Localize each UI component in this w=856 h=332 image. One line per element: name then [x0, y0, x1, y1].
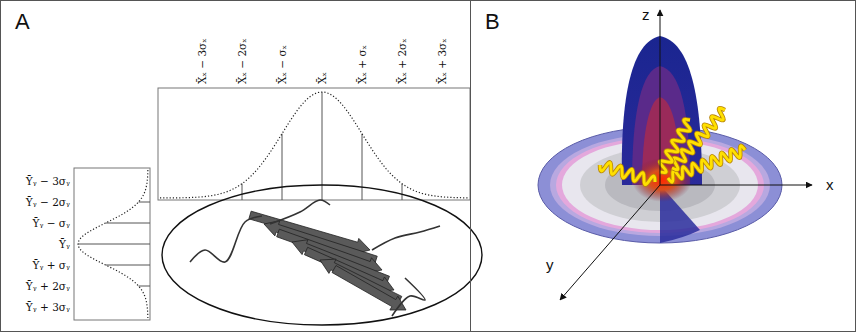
- axis-label: x: [826, 176, 834, 193]
- x-sigma-label: X̄ₓ − σₓ: [276, 45, 288, 84]
- y-sigma-label: Ȳᵧ + σᵧ: [33, 259, 70, 271]
- x-sigma-ticks: [242, 92, 402, 200]
- axes: [560, 10, 812, 300]
- helix-protein: [600, 108, 745, 184]
- y-sigma-label: Ȳᵧ: [59, 238, 70, 250]
- x-sigma-label: X̄ₓ − 3σₓ: [196, 38, 208, 84]
- y-distribution-box: [74, 168, 150, 320]
- panel-letter: A: [1, 1, 30, 35]
- x-sigma-label: X̄ₓ + σₓ: [356, 45, 368, 84]
- x-sigma-label: X̄ₓ: [316, 72, 328, 84]
- axis-label: y: [546, 256, 554, 273]
- y-sigma-label: Ȳᵧ + 2σᵧ: [26, 280, 70, 292]
- ellipsoid-outline: [162, 185, 482, 325]
- x-sigma-label: X̄ₓ + 3σₓ: [436, 38, 448, 84]
- y-sigma-label: Ȳᵧ − σᵧ: [33, 217, 70, 229]
- x-distribution-box: [158, 88, 470, 200]
- x-sigma-label: X̄ₓ + 2σₓ: [396, 38, 408, 84]
- y-gaussian-curve: [78, 170, 148, 318]
- x-sigma-label: X̄ₓ − 2σₓ: [236, 38, 248, 84]
- axis-label: z: [642, 6, 650, 23]
- y-sigma-label: Ȳᵧ − 2σᵧ: [26, 196, 70, 208]
- panel: B: [470, 0, 856, 332]
- x-gaussian-curve: [160, 92, 468, 198]
- y-sigma-ticks: [78, 202, 150, 286]
- y-sigma-label: Ȳᵧ + 3σᵧ: [26, 301, 70, 313]
- y-sigma-label: Ȳᵧ − 3σᵧ: [26, 175, 70, 187]
- panel-letter: B: [471, 1, 500, 35]
- protein-cartoon: [190, 200, 440, 316]
